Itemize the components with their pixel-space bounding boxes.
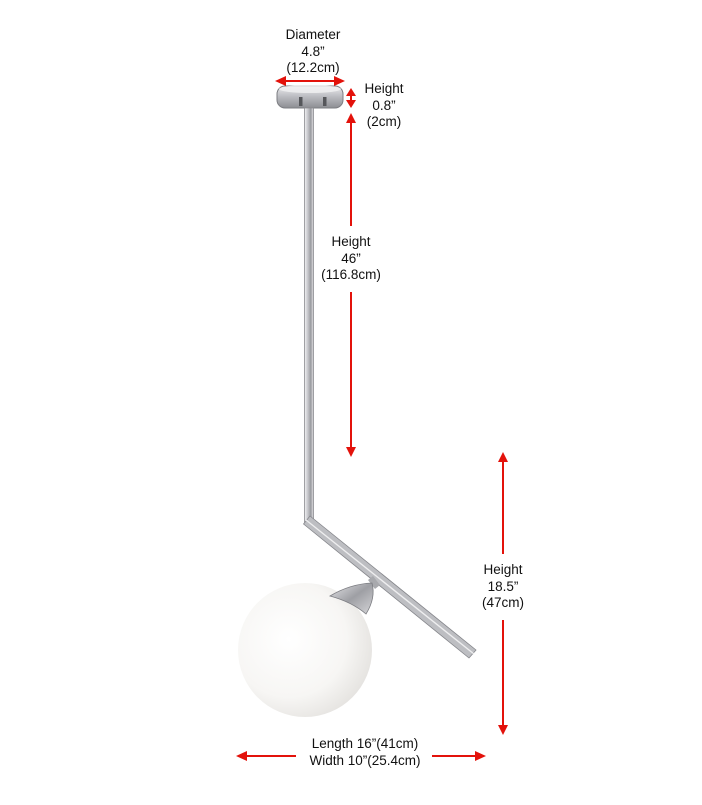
arrowhead <box>498 452 508 462</box>
globe-height-title: Height <box>483 562 523 577</box>
canopy-screw-left <box>299 97 303 106</box>
globe-height-label: Height 18.5” (47cm) <box>462 562 544 612</box>
rod-height-metric: (116.8cm) <box>321 267 381 282</box>
canopy-diameter-imperial: 4.8” <box>301 43 325 59</box>
canopy <box>276 85 344 109</box>
dimension-arrows <box>236 76 508 761</box>
canopy-diameter-metric: (12.2cm) <box>286 60 340 75</box>
canopy-height-label: Height 0.8” (2cm) <box>350 81 418 131</box>
globe-connector <box>368 576 380 589</box>
globe-height-imperial: 18.5” <box>487 578 519 594</box>
globe-height-metric: (47cm) <box>481 595 524 610</box>
rod-height-imperial: 46” <box>341 250 361 266</box>
canopy-diameter-title: Diameter <box>285 27 341 42</box>
length-width-label: Length 16”(41cm) Width 10”(25.4cm) <box>270 736 460 769</box>
arrowhead <box>346 447 356 457</box>
arrowhead <box>346 88 356 96</box>
angled-arm-highlight <box>305 519 475 655</box>
canopy-diameter-label: Diameter 4.8” (12.2cm) <box>268 27 358 77</box>
stem-rod <box>304 107 314 523</box>
width-text: Width 10”(25.4cm) <box>309 752 421 768</box>
arrowhead <box>346 100 356 108</box>
arrowhead <box>475 751 486 761</box>
glass-globe <box>238 583 372 717</box>
arrowhead <box>236 751 247 761</box>
canopy-height-metric: (2cm) <box>366 114 402 129</box>
length-text: Length 16”(41cm) <box>311 736 419 751</box>
canopy-height-title: Height <box>364 81 404 96</box>
canopy-height-imperial: 0.8” <box>372 97 396 113</box>
rod-height-label: Height 46” (116.8cm) <box>303 234 399 284</box>
arrowhead <box>498 725 508 735</box>
rod-height-title: Height <box>331 234 371 249</box>
canopy-screw-right <box>323 97 327 106</box>
globe-cap <box>328 582 374 615</box>
arrowhead <box>275 76 286 86</box>
arrowhead <box>346 113 356 123</box>
arrowhead <box>334 76 345 86</box>
